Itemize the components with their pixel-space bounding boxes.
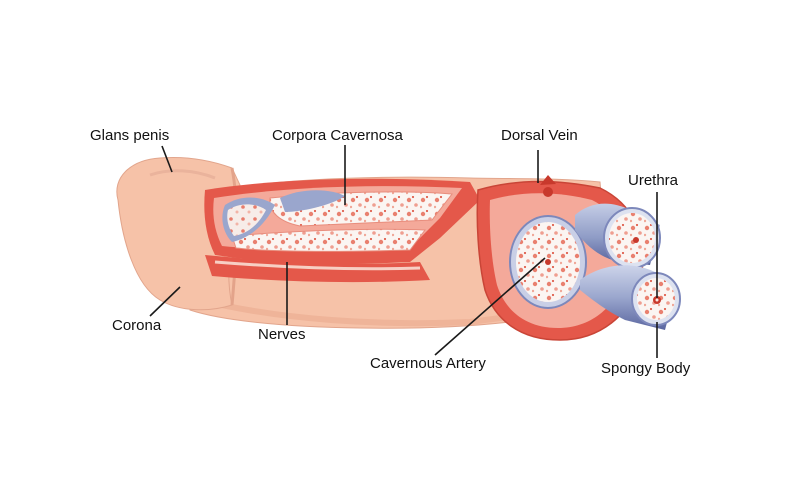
upper-tube xyxy=(575,203,661,269)
label-nerves: Nerves xyxy=(258,326,306,343)
leader-cavernous-artery xyxy=(434,257,546,356)
leader-corona xyxy=(149,286,181,317)
leader-lines xyxy=(149,145,658,358)
label-corona: Corona xyxy=(112,317,162,334)
label-cavernous-artery: Cavernous Artery xyxy=(370,355,486,372)
label-corpora-cavernosa: Corpora Cavernosa xyxy=(272,127,403,144)
leader-glans-penis xyxy=(161,145,173,173)
label-urethra: Urethra xyxy=(628,172,679,189)
cutaway-window xyxy=(204,178,481,283)
label-dorsal-vein: Dorsal Vein xyxy=(501,127,578,144)
lower-tube xyxy=(580,265,681,330)
label-spongy-body: Spongy Body xyxy=(601,360,691,377)
label-glans-penis: Glans penis xyxy=(90,127,170,144)
corpus-cavernosum-cylinder xyxy=(509,215,587,309)
